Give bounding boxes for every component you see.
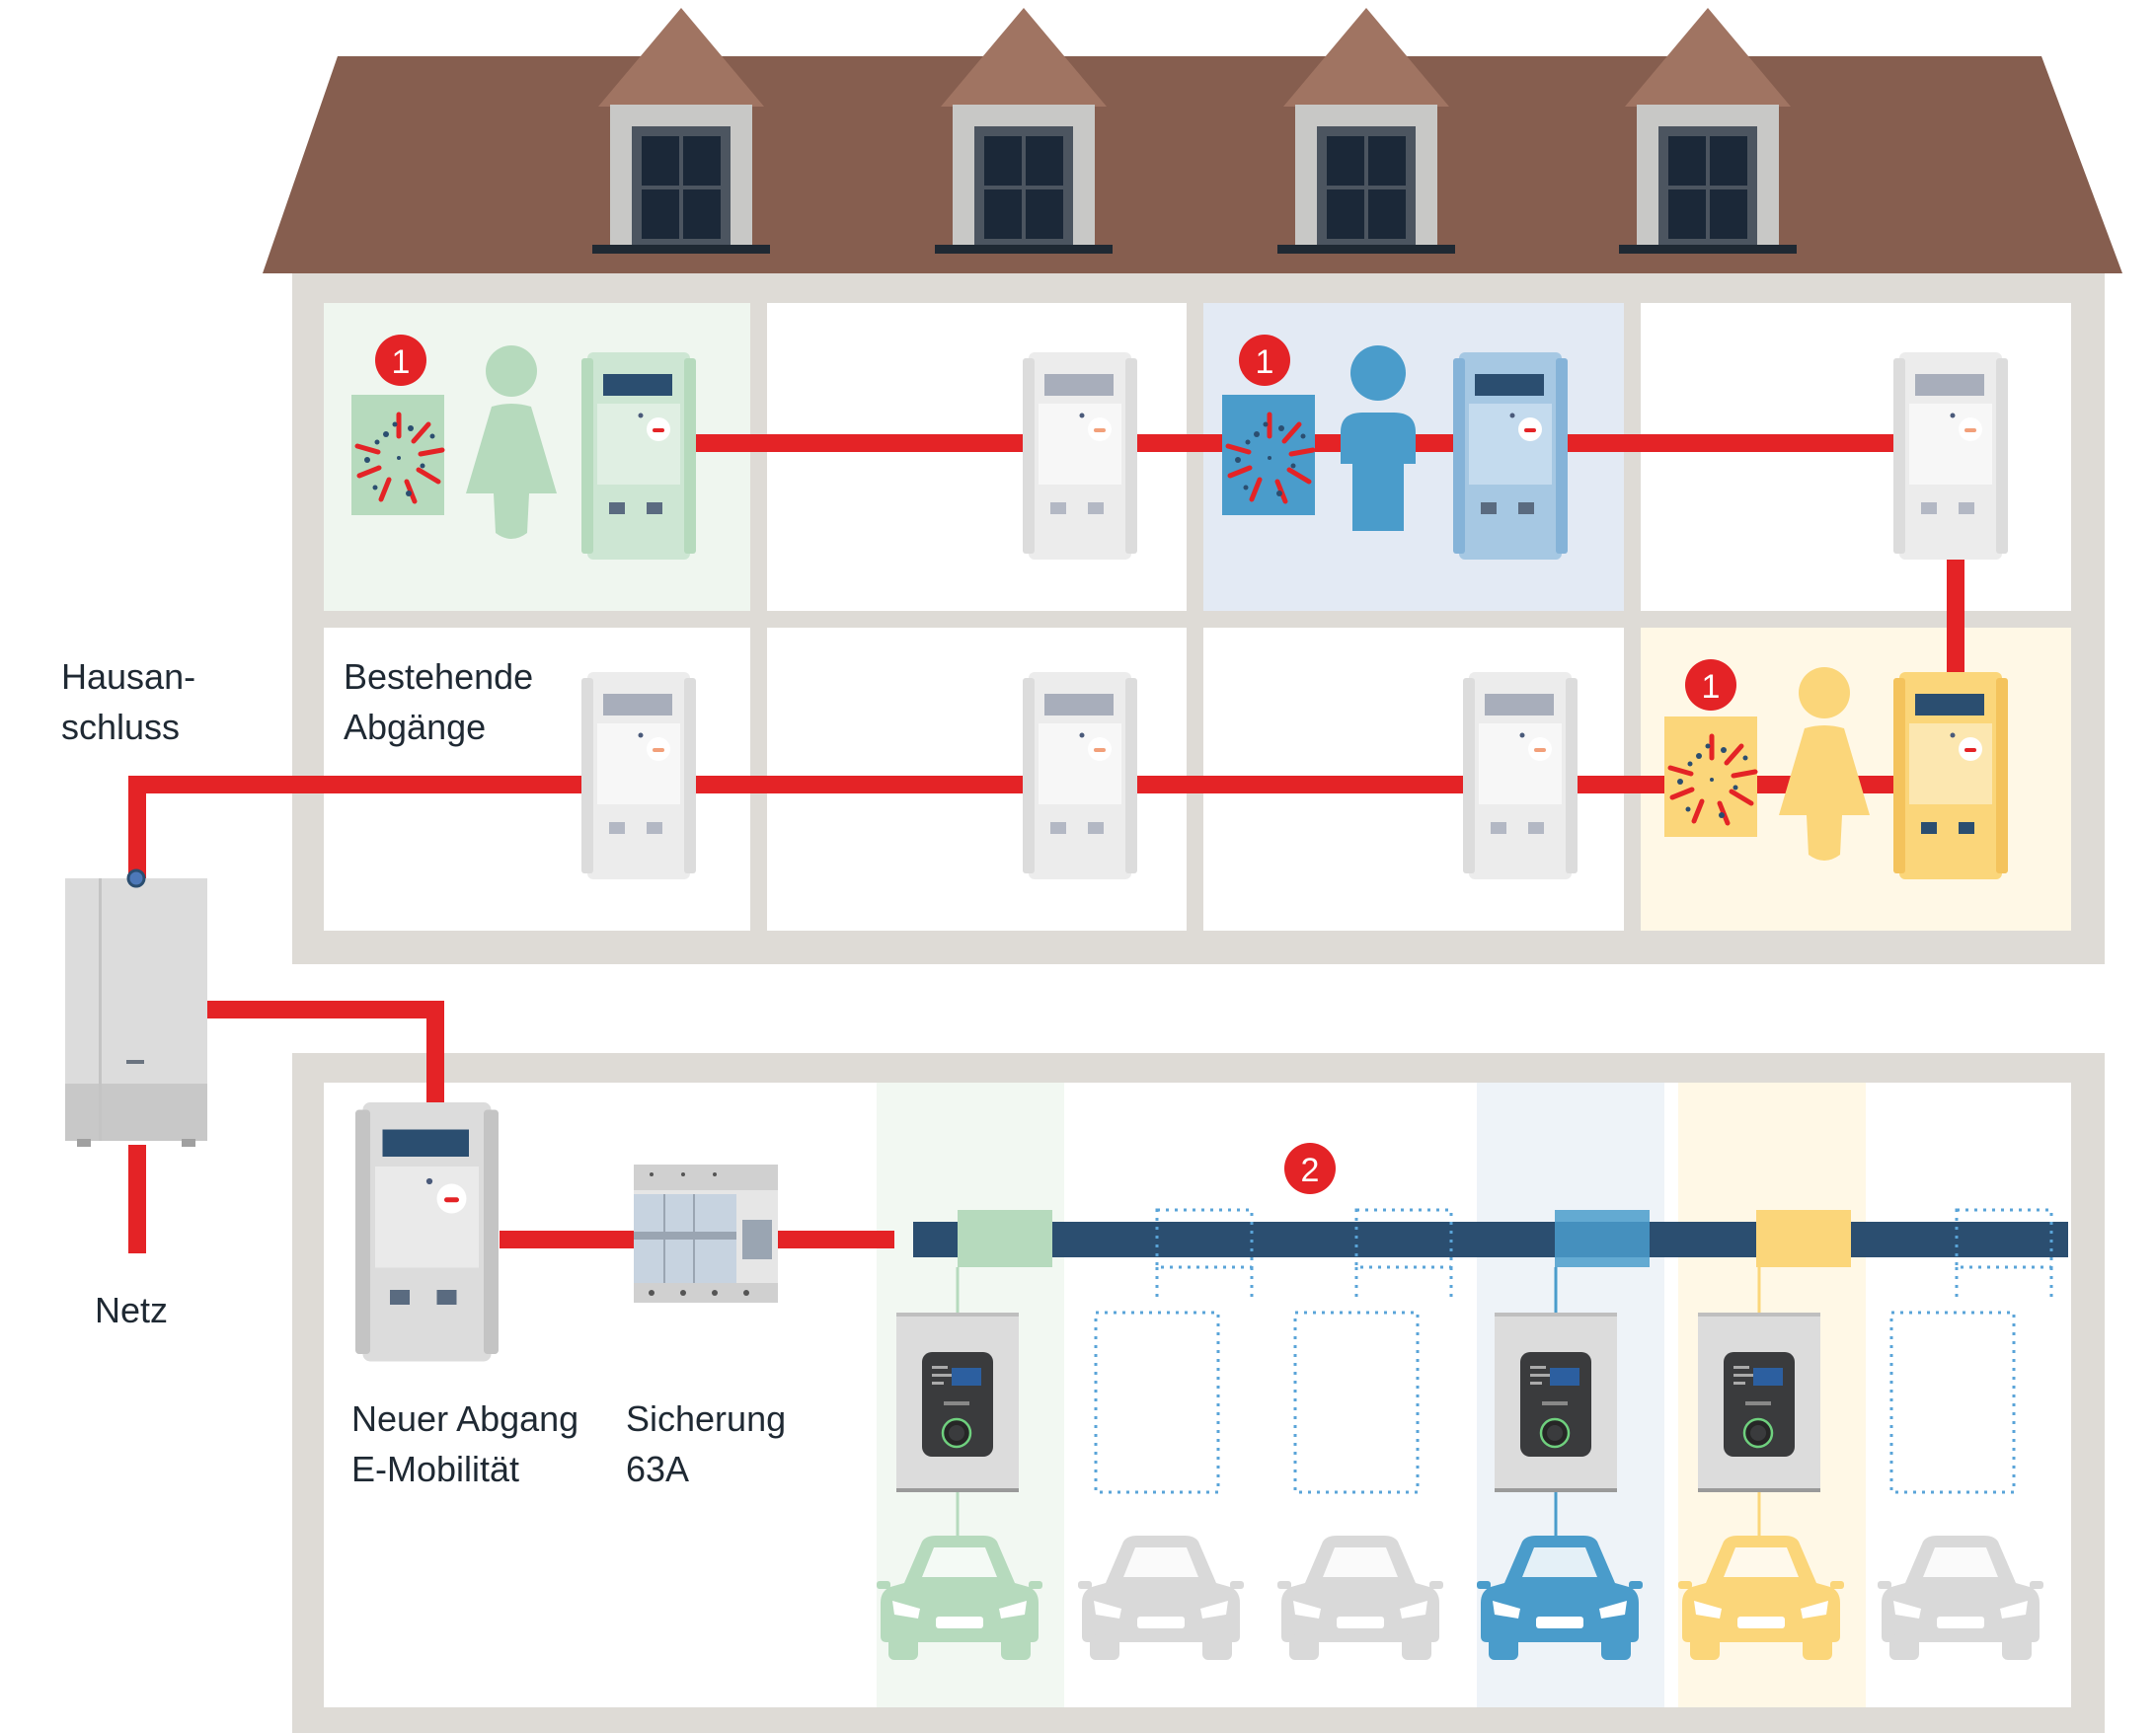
meter-icon [1023, 672, 1137, 879]
svg-text:1: 1 [1256, 343, 1274, 381]
svg-text:2: 2 [1301, 1152, 1320, 1189]
label-sicherung: Sicherung 63A [626, 1398, 787, 1489]
wallbox-icon [1696, 1311, 1822, 1494]
meter-icon [355, 1102, 499, 1362]
svg-text:1: 1 [1702, 668, 1721, 706]
load-management-icon [1664, 716, 1757, 837]
meter-icon [1893, 672, 2008, 879]
marker-1: 1 [1239, 335, 1290, 386]
wallbox-icon [1493, 1311, 1619, 1494]
fuse-icon [634, 1165, 778, 1303]
bus-bar [913, 1222, 2068, 1257]
meter-icon [581, 352, 696, 560]
label-hausanschluss: Hausan- schluss [61, 656, 196, 747]
marker-2: 2 [1284, 1143, 1336, 1194]
meter-icon [1023, 352, 1137, 560]
marker-1: 1 [375, 335, 426, 386]
bus-connectors [956, 1208, 2053, 1540]
marker-1: 1 [1685, 659, 1736, 711]
apartment-block [292, 273, 2105, 964]
dormer [1277, 8, 1455, 254]
wallbox-icon [894, 1311, 1021, 1494]
dormer [592, 8, 770, 254]
meter-icon [581, 672, 696, 879]
label-netz: Netz [95, 1290, 169, 1330]
label-bestehende-abgaenge: Bestehende Abgänge [344, 656, 534, 747]
load-management-icon [351, 395, 444, 515]
roof [263, 56, 2122, 273]
house-connection-box-icon [65, 868, 207, 1147]
dormer [1619, 8, 1797, 254]
dormer [935, 8, 1113, 254]
svg-text:1: 1 [392, 343, 411, 381]
meter-icon [1893, 352, 2008, 560]
meter-icon [1463, 672, 1578, 879]
label-neuer-abgang: Neuer Abgang E-Mobilität [351, 1398, 579, 1489]
load-management-icon [1222, 395, 1315, 515]
meter-icon [1453, 352, 1568, 560]
